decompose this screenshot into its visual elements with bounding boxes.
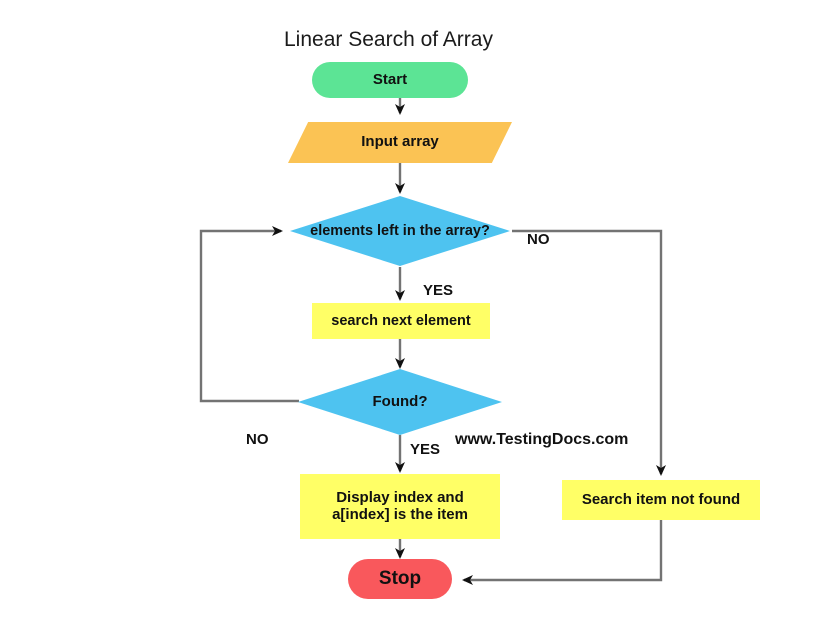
node-display-index-label-line2: a[index] is the item [332,505,468,523]
edge-label-found-yes: YES [410,441,441,458]
node-start-label: Start [372,70,408,88]
node-found-decision[interactable]: Found? [298,369,502,435]
diagram-title: Linear Search of Array [284,28,493,51]
node-stop-label: Stop [378,568,422,590]
edge-found-no-loopback [199,226,299,403]
edge-label-elements-left-no: NO [527,231,550,248]
node-search-next-element[interactable]: search next element [312,303,490,339]
node-search-item-not-found-label: Search item not found [581,490,741,508]
node-elements-left-decision[interactable]: elements left in the array? [290,196,510,266]
node-display-index-label-line1: Display index and [336,488,464,506]
input-parallelogram-shape [288,122,512,163]
edge-label-elements-left-yes: YES [423,282,454,299]
node-elements-left-label: elements left in the array? [310,222,490,239]
watermark-testingdocs: www.TestingDocs.com [455,431,629,448]
node-found-label: Found? [372,392,428,410]
node-input-array[interactable]: Input array [288,122,512,163]
node-search-item-not-found[interactable]: Search item not found [562,480,760,520]
node-search-next-element-label: search next element [331,312,471,329]
node-display-index[interactable]: Display index and a[index] is the item [300,474,500,539]
edge-label-found-no: NO [246,431,269,448]
node-stop[interactable]: Stop [348,559,452,599]
node-input-array-label: Input array [361,133,439,151]
node-start[interactable]: Start [312,62,468,98]
